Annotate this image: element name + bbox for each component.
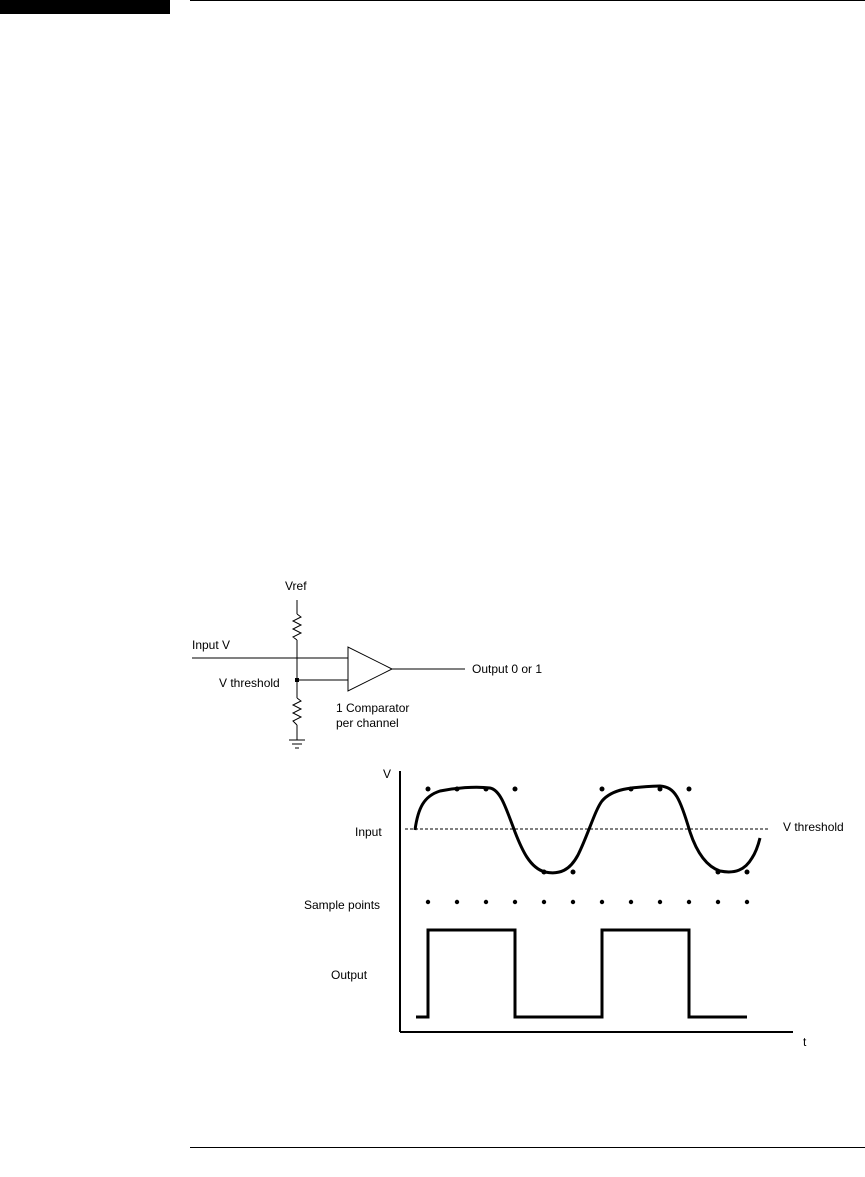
output-waveform (416, 928, 747, 1019)
vref-label: Vref (285, 579, 307, 593)
input-sample-mark (686, 786, 692, 792)
sample-point-dot (570, 899, 576, 905)
page-footer-rule (190, 1147, 865, 1148)
sample-point-dot (686, 899, 692, 905)
sample-point-dot (715, 899, 721, 905)
lower-resistor (291, 697, 303, 726)
input-sample-mark (454, 786, 460, 792)
comparator-circuit (192, 600, 465, 749)
comparator-triangle (347, 646, 394, 692)
sample-point-dot (599, 899, 605, 905)
input-sample-mark (512, 786, 518, 792)
sample-points-row (425, 899, 750, 905)
sample-point-dot (657, 899, 663, 905)
input-sample-mark (744, 869, 750, 875)
circuit-threshold-label: V threshold (219, 676, 280, 690)
input-sample-mark (425, 786, 431, 792)
input-row-label: Input (355, 825, 382, 839)
page-header-tab (0, 0, 170, 14)
sample-points-label: Sample points (304, 898, 380, 912)
upper-resistor (291, 613, 303, 641)
page-header-rule (190, 0, 865, 1)
input-sample-mark (541, 869, 547, 875)
comparator-caption-line2: per channel (336, 716, 399, 730)
sample-point-dot (454, 899, 460, 905)
junction-dot (295, 678, 299, 682)
input-sample-marks (425, 786, 750, 875)
t-axis-label: t (803, 1035, 807, 1049)
output-row-label: Output (331, 968, 368, 982)
sample-point-dot (425, 899, 431, 905)
comparator-caption-line1: 1 Comparator (336, 701, 409, 715)
timing-diagram (399, 771, 793, 1033)
input-v-label: Input V (192, 638, 230, 652)
input-sample-mark (483, 786, 489, 792)
input-sample-mark (657, 786, 663, 792)
input-sample-mark (715, 869, 721, 875)
v-axis-label: V (383, 767, 391, 781)
timing-threshold-label: V threshold (783, 820, 844, 834)
sample-point-dot (541, 899, 547, 905)
sample-point-dot (744, 899, 750, 905)
input-sample-mark (570, 869, 576, 875)
input-sample-mark (599, 786, 605, 792)
input-sample-mark (628, 786, 634, 792)
sample-point-dot (628, 899, 634, 905)
sample-point-dot (512, 899, 518, 905)
output-label: Output 0 or 1 (472, 662, 542, 676)
sample-point-dot (483, 899, 489, 905)
